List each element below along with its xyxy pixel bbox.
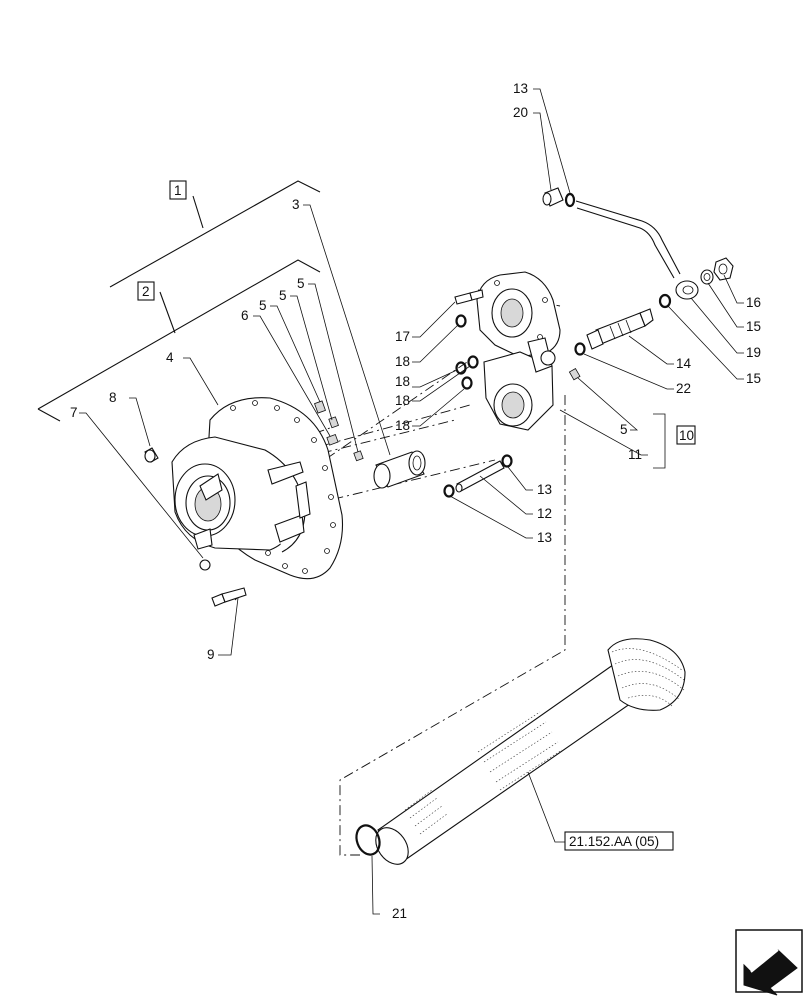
washer-15-a (658, 293, 672, 309)
plug-5-b (328, 416, 339, 429)
ball-7 (199, 559, 211, 571)
callout-label: 5 (620, 422, 628, 437)
bolt-9 (211, 587, 247, 607)
callout-label: 17 (395, 329, 410, 344)
callout-label: 6 (241, 308, 249, 323)
callout-label: 18 (395, 354, 410, 369)
o-ring-13-top (564, 192, 576, 208)
callout-label: 5 (279, 288, 287, 303)
bushing-3 (373, 450, 426, 489)
callout-label: 18 (395, 374, 410, 389)
callout-label: 13 (537, 530, 552, 545)
callout-label: 10 (679, 428, 694, 443)
o-ring-18-b (455, 361, 467, 375)
bolt-17 (454, 289, 484, 305)
pipe-sleeve-20 (542, 187, 564, 207)
callout-label: 8 (109, 390, 117, 405)
group-bracket-1 (109, 180, 321, 288)
callout-label: 5 (259, 298, 267, 313)
callout-label: 9 (207, 647, 215, 662)
o-ring-18-d (461, 376, 473, 390)
plug-5-a (314, 400, 326, 414)
nut-16 (713, 257, 734, 281)
o-ring-22 (574, 342, 586, 356)
callout-label: 20 (513, 105, 528, 120)
reference-label: 21.152.AA (05) (569, 834, 659, 849)
callout-label: 15 (746, 319, 761, 334)
callout-label: 12 (537, 506, 552, 521)
callout-label: 7 (70, 405, 78, 420)
nav-arrow-icon[interactable] (735, 929, 803, 996)
callout-label: 22 (676, 381, 691, 396)
callout-label: 11 (628, 447, 642, 462)
callout-label: 15 (746, 371, 761, 386)
plug-5-c (353, 450, 364, 462)
callout-label: 21 (392, 906, 407, 921)
o-ring-21 (355, 824, 381, 856)
callout-label: 1 (174, 183, 182, 198)
callout-label: 16 (746, 295, 761, 310)
breather-plug-8 (144, 447, 159, 463)
callout-label: 4 (166, 350, 174, 365)
callout-label: 3 (292, 197, 300, 212)
callout-label: 5 (297, 276, 305, 291)
valve-union-14 (586, 308, 654, 350)
o-ring-13-a (501, 454, 513, 468)
group-bracket-2 (37, 259, 321, 422)
reference-box: 21.152.AA (05) (564, 831, 674, 851)
washer-15-b (700, 269, 714, 285)
callout-label: 14 (676, 356, 692, 371)
o-ring-18-c (467, 355, 479, 369)
callout-label: 19 (746, 345, 761, 360)
hub-housing-4 (171, 397, 344, 580)
callout-label: 18 (395, 393, 410, 408)
callout-label: 13 (513, 81, 528, 96)
o-ring-13-b (443, 484, 455, 498)
shaft (375, 638, 686, 865)
callout-label: 2 (142, 284, 150, 299)
oil-pipe (575, 200, 699, 300)
fitting-6 (326, 434, 339, 446)
callout-label: 18 (395, 418, 410, 433)
plug-5-right (568, 367, 581, 381)
housing-11 (476, 271, 561, 431)
callout-label: 13 (537, 482, 552, 497)
o-ring-18-a (455, 314, 467, 328)
callout-labels: 13 20 1 3 2 5 5 5 6 4 8 7 16 15 19 15 17… (70, 81, 761, 921)
leader-lines (79, 88, 744, 915)
